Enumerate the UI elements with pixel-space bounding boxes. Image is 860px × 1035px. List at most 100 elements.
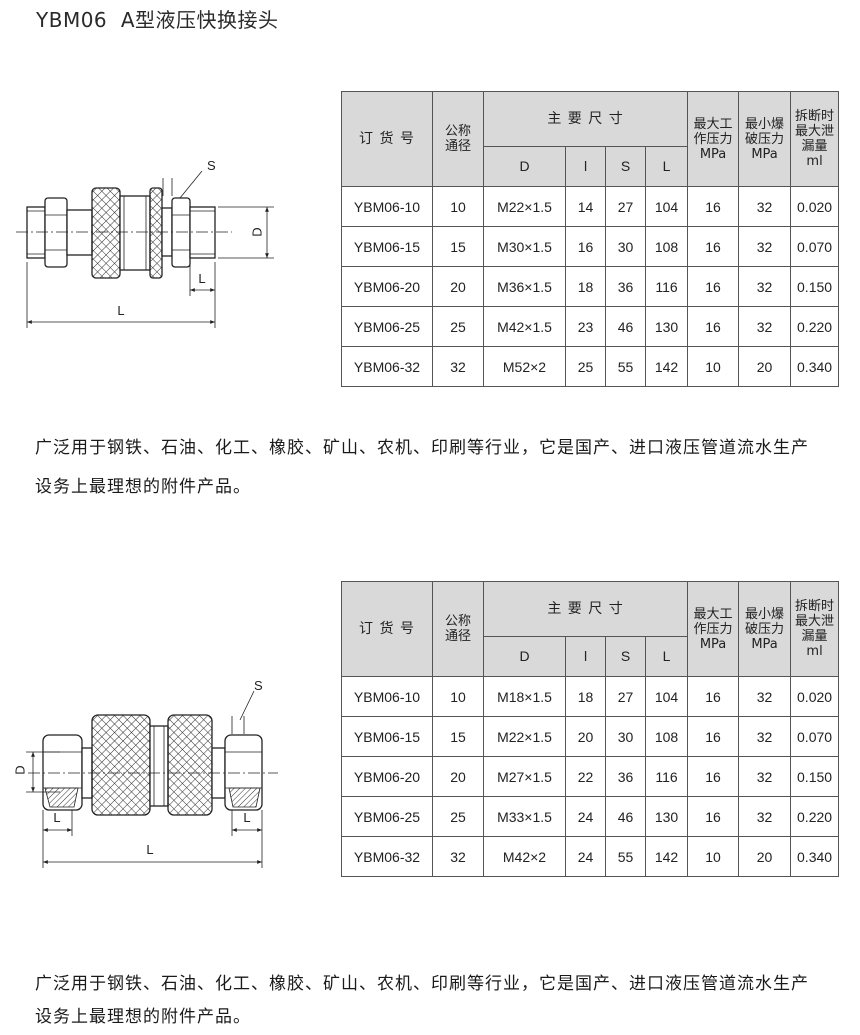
thread-d-cell: M18×1.5 xyxy=(483,676,566,717)
header-min-burst-pressure: 最小爆 破压力 MPa xyxy=(738,91,792,187)
coupling-drawing-2: S D L L L xyxy=(12,678,278,868)
left-thread-end xyxy=(26,206,46,259)
header-dim-length: L xyxy=(644,636,689,677)
header-line: 最大工 xyxy=(693,116,733,132)
coupling-body xyxy=(119,195,151,271)
spec-table-1: 订 货 号 公称 通径 主 要 尺 寸 最大工 作压力 MPa 最小爆 破压力 … xyxy=(341,91,840,387)
dim-l-cell: 18 xyxy=(565,676,606,717)
header-line: 公称 xyxy=(444,614,471,629)
thread-d-cell: M36×1.5 xyxy=(483,266,566,307)
min-burst-pressure-cell: 32 xyxy=(738,306,792,347)
overall-length-cell: 130 xyxy=(644,306,689,347)
header-line: 公称 xyxy=(444,124,471,139)
dim-s-cell: 55 xyxy=(605,346,646,387)
header-line: 通径 xyxy=(444,139,471,154)
table-row: YBM06-25 25 M42×1.5 23 46 130 16 32 0.22… xyxy=(341,306,840,347)
dim-s-cell: 46 xyxy=(605,796,646,837)
s-label: S xyxy=(254,678,263,693)
min-burst-pressure-cell: 32 xyxy=(738,796,792,837)
table-row: YBM06-20 20 M36×1.5 18 36 116 16 32 0.15… xyxy=(341,266,840,307)
header-nominal-diameter: 公称 通径 xyxy=(432,91,484,187)
knurled-ring xyxy=(149,187,163,279)
min-burst-pressure-cell: 32 xyxy=(738,186,792,227)
max-leakage-cell: 0.220 xyxy=(790,796,840,837)
max-working-pressure-cell: 10 xyxy=(687,836,740,877)
table-row: YBM06-32 32 M42×2 24 55 142 10 20 0.340 xyxy=(341,836,840,877)
header-order-number: 订 货 号 xyxy=(341,581,433,677)
table-row: YBM06-32 32 M52×2 25 55 142 10 20 0.340 xyxy=(341,346,840,387)
header-line: 通径 xyxy=(444,629,471,644)
table-row: YBM06-10 10 M18×1.5 18 27 104 16 32 0.02… xyxy=(341,676,840,717)
nominal-diameter-cell: 25 xyxy=(432,796,484,837)
order-number-cell: YBM06-20 xyxy=(341,266,433,307)
dim-l-cell: 25 xyxy=(565,346,606,387)
dim-s-cell: 36 xyxy=(605,756,646,797)
header-line: MPa xyxy=(699,636,727,652)
left-neck xyxy=(66,209,93,256)
max-leakage-cell: 0.340 xyxy=(790,346,840,387)
header-min-burst-pressure: 最小爆 破压力 MPa xyxy=(738,581,792,677)
header-line: ml xyxy=(806,154,823,169)
header-main-dimensions: 主 要 尺 寸 xyxy=(482,91,689,147)
knurled-sleeve xyxy=(91,714,151,816)
max-working-pressure-cell: 16 xyxy=(687,306,740,347)
thread-d-cell: M42×1.5 xyxy=(483,306,566,347)
header-line: 作压力 xyxy=(693,131,733,147)
max-leakage-cell: 0.220 xyxy=(790,306,840,347)
dim-l-cell: 20 xyxy=(565,716,606,757)
page-title: YBM06 A型液压快换接头 xyxy=(36,8,279,32)
order-number-cell: YBM06-10 xyxy=(341,186,433,227)
min-burst-pressure-cell: 20 xyxy=(738,836,792,877)
thread-d-cell: M33×1.5 xyxy=(483,796,566,837)
header-line: MPa xyxy=(751,636,778,652)
header-line: 破压力 xyxy=(745,621,785,637)
header-line: 最大工 xyxy=(693,606,733,622)
max-working-pressure-cell: 16 xyxy=(687,226,740,267)
overall-length-cell: 142 xyxy=(644,346,689,387)
left-length-label: L xyxy=(53,810,60,825)
max-working-pressure-cell: 16 xyxy=(687,186,740,227)
order-number-cell: YBM06-25 xyxy=(341,306,433,347)
max-leakage-cell: 0.020 xyxy=(790,186,840,227)
nominal-diameter-cell: 20 xyxy=(432,266,484,307)
header-line: 最小爆 xyxy=(745,606,785,622)
nominal-diameter-cell: 25 xyxy=(432,306,484,347)
header-line: MPa xyxy=(751,146,778,162)
right-thread-end xyxy=(189,206,216,259)
max-working-pressure-cell: 16 xyxy=(687,796,740,837)
header-dim-length: L xyxy=(644,146,689,187)
overall-length-cell: 104 xyxy=(644,186,689,227)
header-line: MPa xyxy=(699,146,727,162)
d-label: D xyxy=(12,765,27,774)
nominal-diameter-cell: 10 xyxy=(432,186,484,227)
overall-length-cell: 116 xyxy=(644,756,689,797)
description-paragraph-1: 广泛用于钢铁、石油、化工、橡胶、矿山、农机、印刷等行业，它是国产、进口液压管道流… xyxy=(35,429,809,507)
header-line: ml xyxy=(806,644,823,659)
header-line: 拆断时 xyxy=(795,109,835,124)
description-line: 广泛用于钢铁、石油、化工、橡胶、矿山、农机、印刷等行业，它是国产、进口液压管道流… xyxy=(35,438,809,458)
right-hex-nut xyxy=(171,197,191,268)
thread-d-cell: M52×2 xyxy=(483,346,566,387)
dim-s-cell: 27 xyxy=(605,676,646,717)
spec-table-2: 订 货 号 公称 通径 主 要 尺 寸 最大工 作压力 MPa 最小爆 破压力 … xyxy=(341,581,840,877)
thread-d-cell: M27×1.5 xyxy=(483,756,566,797)
table-row: YBM06-10 10 M22×1.5 14 27 104 16 32 0.02… xyxy=(341,186,840,227)
max-working-pressure-cell: 10 xyxy=(687,346,740,387)
header-max-leakage: 拆断时 最大泄 漏量 ml xyxy=(790,91,840,187)
dim-s-cell: 30 xyxy=(605,226,646,267)
knurled-sleeve-right xyxy=(167,714,213,816)
table-row: YBM06-25 25 M33×1.5 24 46 130 16 32 0.22… xyxy=(341,796,840,837)
min-burst-pressure-cell: 32 xyxy=(738,756,792,797)
order-number-cell: YBM06-20 xyxy=(341,756,433,797)
coupling-drawing-1: S D L L xyxy=(16,158,274,328)
overall-length-cell: 116 xyxy=(644,266,689,307)
thread-d-cell: M30×1.5 xyxy=(483,226,566,267)
left-hex-nut xyxy=(44,197,68,268)
min-burst-pressure-cell: 32 xyxy=(738,266,792,307)
dim-s-cell: 27 xyxy=(605,186,646,227)
dim-s-cell: 55 xyxy=(605,836,646,877)
description-paragraph-2: 广泛用于钢铁、石油、化工、橡胶、矿山、农机、印刷等行业，它是国产、进口液压管道流… xyxy=(35,968,809,1034)
overall-length-label: L xyxy=(117,303,124,318)
header-main-dimensions: 主 要 尺 寸 xyxy=(482,581,689,637)
overall-length-cell: 108 xyxy=(644,226,689,267)
